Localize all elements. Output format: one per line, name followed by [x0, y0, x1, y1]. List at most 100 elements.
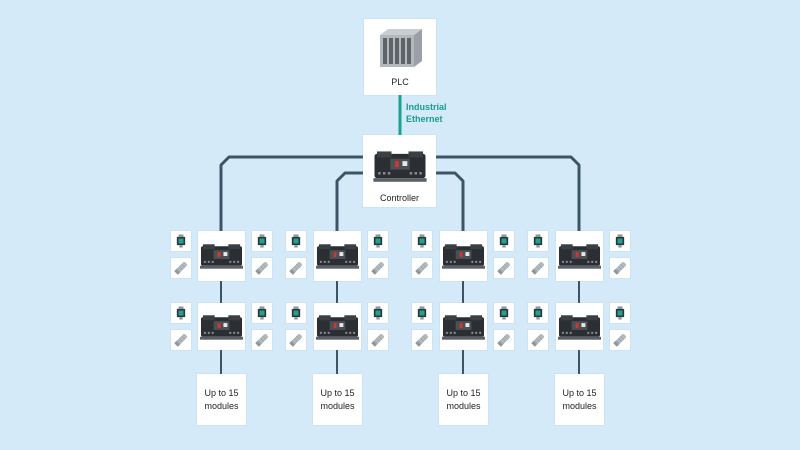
branch-4-modules-label: Up to 15 modules: [562, 388, 597, 411]
cylindrical-sensor-icon: [288, 260, 304, 276]
branch-2-sensor-l2[interactable]: [286, 330, 306, 350]
branch-1-modules-label: Up to 15 modules: [204, 388, 239, 411]
branch-3-connector-l1[interactable]: [412, 231, 432, 251]
cylindrical-sensor-icon: [496, 260, 512, 276]
m12-connector-icon: [417, 306, 427, 320]
branch-3-sensor-r2[interactable]: [494, 330, 514, 350]
m12-connector-icon: [615, 306, 625, 320]
trunk-line-3: [436, 171, 465, 231]
branch-2-sensor-l1[interactable]: [286, 258, 306, 278]
cylindrical-sensor-icon: [173, 260, 189, 276]
m12-connector-icon: [291, 306, 301, 320]
branch-3-modules-label: Up to 15 modules: [446, 388, 481, 411]
branch-3-sensor-l2[interactable]: [412, 330, 432, 350]
cylindrical-sensor-icon: [530, 260, 546, 276]
branch-2-connector-l2[interactable]: [286, 303, 306, 323]
branch-3-connector-r1[interactable]: [494, 231, 514, 251]
cylindrical-sensor-icon: [254, 332, 270, 348]
cylindrical-sensor-icon: [530, 332, 546, 348]
industrial-ethernet-label: Industrial Ethernet: [406, 101, 466, 125]
branch-4-module-2[interactable]: [556, 303, 603, 350]
io-module-icon: [316, 242, 359, 270]
branch-2-connector-l1[interactable]: [286, 231, 306, 251]
branch-4-sensor-l2[interactable]: [528, 330, 548, 350]
branch-1-sensor-r1[interactable]: [252, 258, 272, 278]
branch-2-module-1[interactable]: [314, 231, 361, 281]
branch-2-modules-label: Up to 15 modules: [320, 388, 355, 411]
io-module-icon: [316, 313, 359, 341]
industrial-ethernet-label-line1: Industrial: [406, 102, 447, 112]
cylindrical-sensor-icon: [414, 260, 430, 276]
branch-1-module-1[interactable]: [198, 231, 245, 281]
m12-connector-icon: [373, 306, 383, 320]
trunk-line-4: [436, 155, 581, 231]
branch-4-connector-r1[interactable]: [610, 231, 630, 251]
branch-2-sensor-r2[interactable]: [368, 330, 388, 350]
branch-3-connector-r2[interactable]: [494, 303, 514, 323]
plc-label: PLC: [391, 77, 409, 87]
m12-connector-icon: [533, 234, 543, 248]
m12-connector-icon: [499, 234, 509, 248]
branch-2-connector-r1[interactable]: [368, 231, 388, 251]
branch-4-connector-l2[interactable]: [528, 303, 548, 323]
branch-1-sensor-l2[interactable]: [171, 330, 191, 350]
cylindrical-sensor-icon: [414, 332, 430, 348]
m12-connector-icon: [533, 306, 543, 320]
cylindrical-sensor-icon: [496, 332, 512, 348]
branch-3-module-2[interactable]: [440, 303, 487, 350]
branch-4-connector-l1[interactable]: [528, 231, 548, 251]
branch-2-module-2[interactable]: [314, 303, 361, 350]
industrial-ethernet-label-line2: Ethernet: [406, 114, 443, 124]
io-module-icon: [558, 242, 601, 270]
branch-3-module-1[interactable]: [440, 231, 487, 281]
branch-4-sensor-r2[interactable]: [610, 330, 630, 350]
branch-2-modules-box[interactable]: Up to 15 modules: [313, 374, 362, 425]
branch-3-modules-box[interactable]: Up to 15 modules: [439, 374, 488, 425]
branch-4-sensor-r1[interactable]: [610, 258, 630, 278]
branch-3-sensor-r1[interactable]: [494, 258, 514, 278]
branch-1-connector-r1[interactable]: [252, 231, 272, 251]
io-module-icon: [442, 242, 485, 270]
cylindrical-sensor-icon: [612, 260, 628, 276]
branch-1-connector-l2[interactable]: [171, 303, 191, 323]
branch-1-sensor-l1[interactable]: [171, 258, 191, 278]
branch-4-module-1[interactable]: [556, 231, 603, 281]
m12-connector-icon: [176, 234, 186, 248]
branch-1-connector-r2[interactable]: [252, 303, 272, 323]
m12-connector-icon: [615, 234, 625, 248]
io-module-icon: [200, 242, 243, 270]
m12-connector-icon: [257, 234, 267, 248]
io-module-icon: [200, 313, 243, 341]
io-module-icon: [558, 313, 601, 341]
branch-2-sensor-r1[interactable]: [368, 258, 388, 278]
branch-4-connector-r2[interactable]: [610, 303, 630, 323]
branch-4-sensor-l1[interactable]: [528, 258, 548, 278]
io-module-icon: [442, 313, 485, 341]
m12-connector-icon: [291, 234, 301, 248]
cylindrical-sensor-icon: [370, 260, 386, 276]
cylindrical-sensor-icon: [288, 332, 304, 348]
cylindrical-sensor-icon: [612, 332, 628, 348]
cylindrical-sensor-icon: [173, 332, 189, 348]
controller-node[interactable]: Controller: [363, 135, 436, 207]
plc-node[interactable]: PLC: [364, 19, 436, 95]
cylindrical-sensor-icon: [370, 332, 386, 348]
trunk-line-2: [335, 171, 363, 231]
m12-connector-icon: [176, 306, 186, 320]
controller-label: Controller: [379, 193, 419, 203]
m12-connector-icon: [257, 306, 267, 320]
branch-1-connector-l1[interactable]: [171, 231, 191, 251]
plc-rack-icon: [380, 29, 422, 67]
branch-1-sensor-r2[interactable]: [252, 330, 272, 350]
m12-connector-icon: [417, 234, 427, 248]
branch-2-connector-r2[interactable]: [368, 303, 388, 323]
io-controller-icon: [369, 149, 431, 183]
branch-3-sensor-l1[interactable]: [412, 258, 432, 278]
branch-1-module-2[interactable]: [198, 303, 245, 350]
cylindrical-sensor-icon: [254, 260, 270, 276]
branch-1-modules-box[interactable]: Up to 15 modules: [197, 374, 246, 425]
m12-connector-icon: [499, 306, 509, 320]
branch-3-connector-l2[interactable]: [412, 303, 432, 323]
branch-4-modules-box[interactable]: Up to 15 modules: [555, 374, 604, 425]
